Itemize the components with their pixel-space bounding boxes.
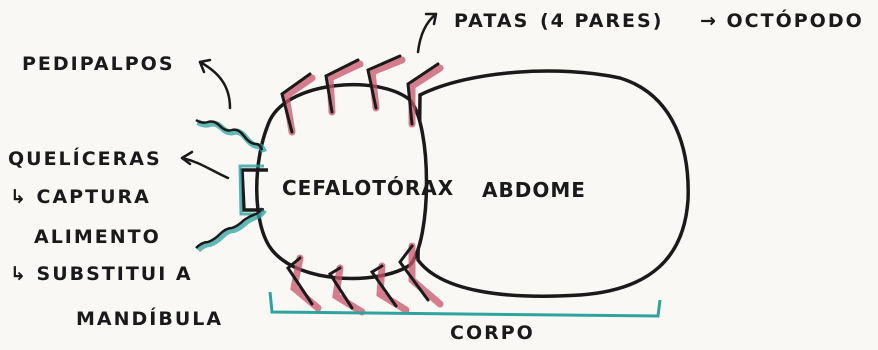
label-corpo: CORPO: [450, 322, 535, 344]
corpo-bracket: [268, 291, 662, 318]
lower-legs: [286, 242, 444, 316]
label-patas: PATAS: [454, 10, 530, 32]
label-abdome: ABDOME: [482, 178, 586, 202]
annotation-arrows: [180, 12, 438, 180]
chelicerae-shape: [240, 168, 268, 212]
label-substitui: ↳ SUBSTITUI A: [10, 263, 193, 285]
label-queliceras: QUELÍCERAS: [8, 148, 162, 170]
upper-legs: [280, 54, 444, 136]
abdomen-shape: [416, 69, 690, 298]
pedipalps: [195, 118, 267, 253]
label-pedipalpos: PEDIPALPOS: [22, 53, 175, 75]
label-octopodo: → OCTÓPODO: [700, 10, 864, 32]
label-paresi: (4 PARES): [540, 10, 664, 32]
label-mandibula: MANDÍBULA: [76, 308, 224, 330]
label-alimento: ALIMENTO: [34, 226, 161, 248]
label-captura: ↳ CAPTURA: [10, 186, 151, 208]
label-cefalotorax: CEFALOTÓRAX: [282, 176, 455, 200]
